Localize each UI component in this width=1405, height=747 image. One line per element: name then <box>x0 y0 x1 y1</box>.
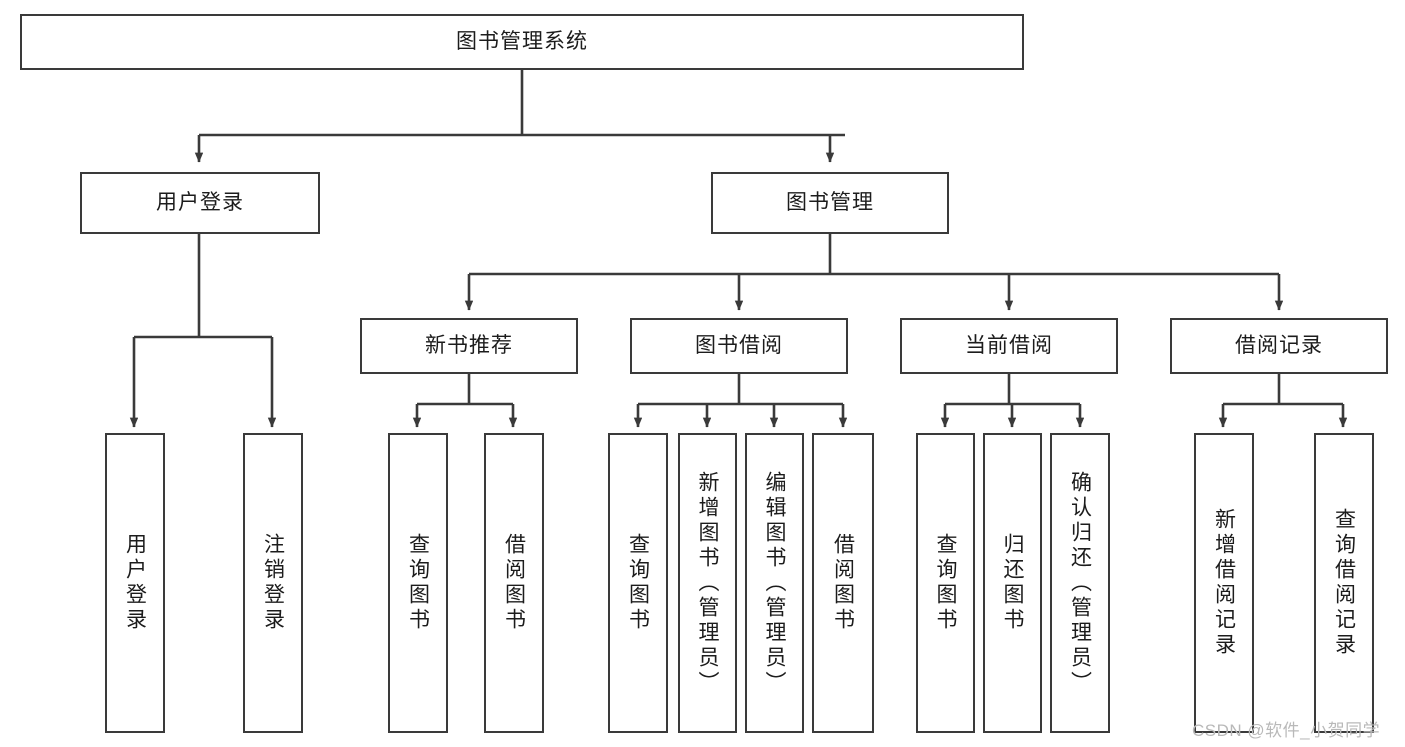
node-label: 查询图书 <box>406 533 430 633</box>
node-label: 查询图书 <box>934 533 958 633</box>
leaf-query-book-borrow[interactable]: 查询图书 <box>608 433 668 733</box>
node-book-borrow[interactable]: 图书借阅 <box>630 318 848 374</box>
leaf-add-borrow-record[interactable]: 新增借阅记录 <box>1194 433 1254 733</box>
node-label: 新增图书（管理员） <box>696 470 720 696</box>
node-label: 归还图书 <box>1001 533 1025 633</box>
leaf-borrow-book-recommend[interactable]: 借阅图书 <box>484 433 544 733</box>
node-label: 查询借阅记录 <box>1332 508 1356 658</box>
node-label: 当前借阅 <box>965 334 1053 358</box>
leaf-return-book[interactable]: 归还图书 <box>983 433 1042 733</box>
node-label: 注销登录 <box>261 533 285 633</box>
node-label: 借阅记录 <box>1235 334 1323 358</box>
node-root-book-management-system[interactable]: 图书管理系统 <box>20 14 1024 70</box>
node-book-management[interactable]: 图书管理 <box>711 172 949 234</box>
node-borrow-record[interactable]: 借阅记录 <box>1170 318 1388 374</box>
leaf-borrow-book-borrow[interactable]: 借阅图书 <box>812 433 874 733</box>
node-label: 确认归还（管理员） <box>1068 470 1092 696</box>
leaf-confirm-return-admin[interactable]: 确认归还（管理员） <box>1050 433 1110 733</box>
leaf-user-login[interactable]: 用户登录 <box>105 433 165 733</box>
watermark-text: CSDN @软件_小贺同学 <box>1192 721 1381 740</box>
node-label: 查询图书 <box>626 533 650 633</box>
leaf-query-book-recommend[interactable]: 查询图书 <box>388 433 448 733</box>
node-user-login[interactable]: 用户登录 <box>80 172 320 234</box>
leaf-edit-book-admin[interactable]: 编辑图书（管理员） <box>745 433 804 733</box>
node-label: 图书管理 <box>786 191 874 215</box>
node-label: 借阅图书 <box>502 533 526 633</box>
node-label: 编辑图书（管理员） <box>763 470 787 696</box>
leaf-query-borrow-record[interactable]: 查询借阅记录 <box>1314 433 1374 733</box>
node-label: 借阅图书 <box>831 533 855 633</box>
node-label: 用户登录 <box>156 191 244 215</box>
node-new-book-recommend[interactable]: 新书推荐 <box>360 318 578 374</box>
node-label: 图书管理系统 <box>456 30 588 54</box>
node-label: 新增借阅记录 <box>1212 508 1236 658</box>
csdn-watermark: CSDN @软件_小贺同学 <box>1192 716 1380 741</box>
leaf-add-book-admin[interactable]: 新增图书（管理员） <box>678 433 737 733</box>
node-current-borrow[interactable]: 当前借阅 <box>900 318 1118 374</box>
leaf-logout-login[interactable]: 注销登录 <box>243 433 303 733</box>
node-label: 用户登录 <box>123 533 147 633</box>
leaf-query-book-current[interactable]: 查询图书 <box>916 433 975 733</box>
node-label: 新书推荐 <box>425 334 513 358</box>
node-label: 图书借阅 <box>695 334 783 358</box>
